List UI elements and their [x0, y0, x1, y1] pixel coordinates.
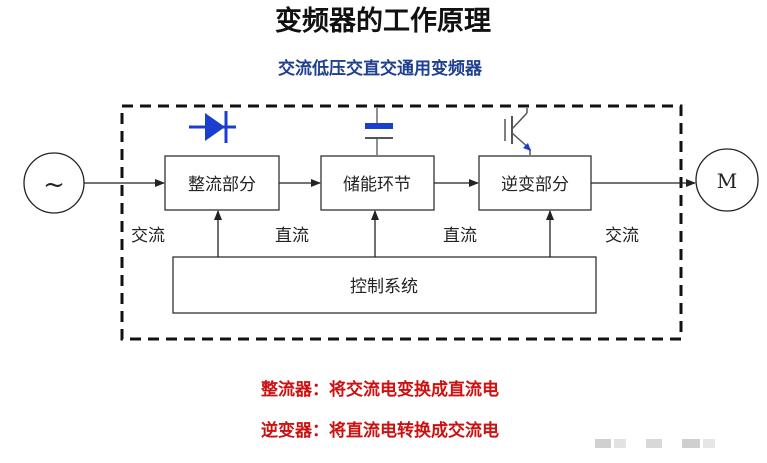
diode-icon	[189, 111, 236, 143]
rectifier-block	[164, 155, 280, 211]
rectifier-block-label: 整流部分	[188, 175, 256, 195]
storage-block-label: 储能环节	[343, 175, 411, 195]
ac-source-symbol: ~	[43, 170, 65, 200]
motor	[695, 148, 759, 212]
motor-label: M	[717, 169, 737, 193]
inverter-boundary	[120, 104, 683, 341]
diagram-subtitle: 交流低压交直交通用变频器	[278, 58, 483, 79]
control-system-label: 控制系统	[350, 277, 418, 297]
igbt-transistor-icon	[504, 108, 531, 155]
ac-out-label: 交流	[605, 226, 639, 246]
dc-label-1: 直流	[275, 226, 309, 246]
storage-block	[320, 155, 435, 211]
capacitor-icon	[365, 108, 393, 155]
definition-inverter: 逆变器：将直流电转换成交流电	[261, 420, 499, 441]
control-system-block	[172, 256, 597, 314]
page-title: 变频器的工作原理	[275, 5, 491, 37]
watermark	[595, 439, 715, 448]
definition-rectifier: 整流器：将交流电变换成直流电	[261, 379, 499, 400]
inverter-block-label: 逆变部分	[501, 175, 569, 195]
dc-label-2: 直流	[443, 226, 477, 246]
inverter-block	[478, 155, 592, 211]
ac-in-label: 交流	[131, 226, 165, 246]
